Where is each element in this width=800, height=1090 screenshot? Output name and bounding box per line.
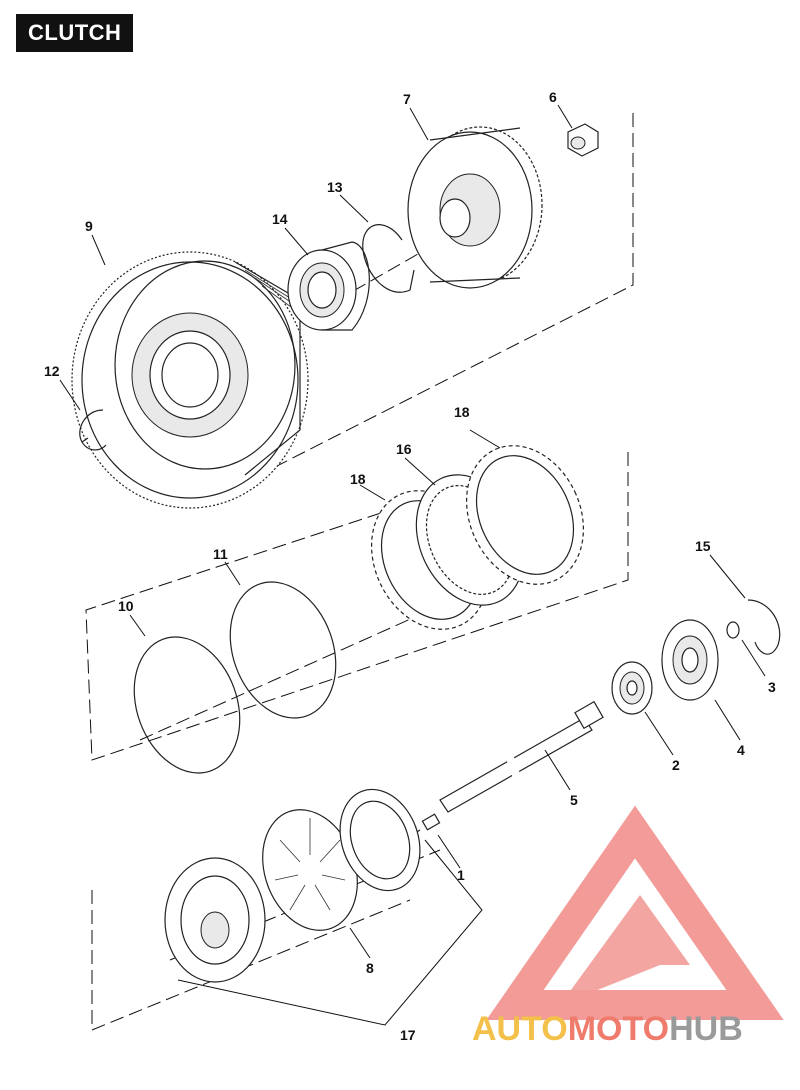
dashed-group-top bbox=[209, 113, 634, 501]
friction-plate-part-18b bbox=[465, 445, 585, 585]
callout-3: 3 bbox=[768, 679, 776, 695]
callout-6: 6 bbox=[549, 89, 557, 105]
callout-4: 4 bbox=[737, 742, 745, 758]
pressure-plate-part-17 bbox=[164, 857, 266, 983]
automotohub-logo-text: AUTOMOTOHUB bbox=[472, 1010, 743, 1048]
dashed-group-plates bbox=[85, 452, 629, 761]
o-ring-part-11 bbox=[229, 581, 337, 719]
clutch-hub-part-7 bbox=[407, 126, 543, 289]
callout-16: 16 bbox=[396, 441, 412, 457]
callout-13: 13 bbox=[327, 179, 343, 195]
callout-9: 9 bbox=[85, 218, 93, 234]
callout-10: 10 bbox=[118, 598, 134, 614]
page-title: CLUTCH bbox=[16, 14, 134, 52]
bearing-part-14 bbox=[287, 241, 370, 331]
retaining-ring-part-12 bbox=[79, 409, 107, 451]
o-ring-part-10 bbox=[133, 636, 241, 774]
callout-1: 1 bbox=[457, 867, 465, 883]
callout-18-top: 18 bbox=[454, 404, 470, 420]
callout-11: 11 bbox=[213, 546, 228, 562]
leader-lines bbox=[59, 104, 766, 1026]
callout-17: 17 bbox=[400, 1027, 416, 1043]
bearing-part-2 bbox=[611, 661, 653, 715]
callout-14: 14 bbox=[272, 211, 288, 227]
callout-15: 15 bbox=[695, 538, 711, 554]
snap-ring-part-15 bbox=[747, 599, 781, 655]
clutch-shell-part-9 bbox=[71, 251, 309, 509]
callout-12: 12 bbox=[44, 363, 60, 379]
washer-part-3 bbox=[726, 621, 740, 639]
callout-5: 5 bbox=[570, 792, 578, 808]
callout-8: 8 bbox=[366, 960, 374, 976]
adjuster-plate-part-4 bbox=[661, 619, 719, 701]
automotohub-logo-mark bbox=[486, 805, 784, 1020]
callout-2: 2 bbox=[672, 757, 680, 773]
dashed-group-pressure bbox=[91, 890, 411, 1031]
push-rod-part-5 bbox=[439, 700, 604, 813]
nut-part-6 bbox=[567, 123, 599, 157]
callout-18-front: 18 bbox=[350, 471, 366, 487]
snap-ring-part-13 bbox=[362, 224, 415, 293]
spring-seat bbox=[339, 788, 421, 892]
callout-7: 7 bbox=[403, 91, 411, 107]
